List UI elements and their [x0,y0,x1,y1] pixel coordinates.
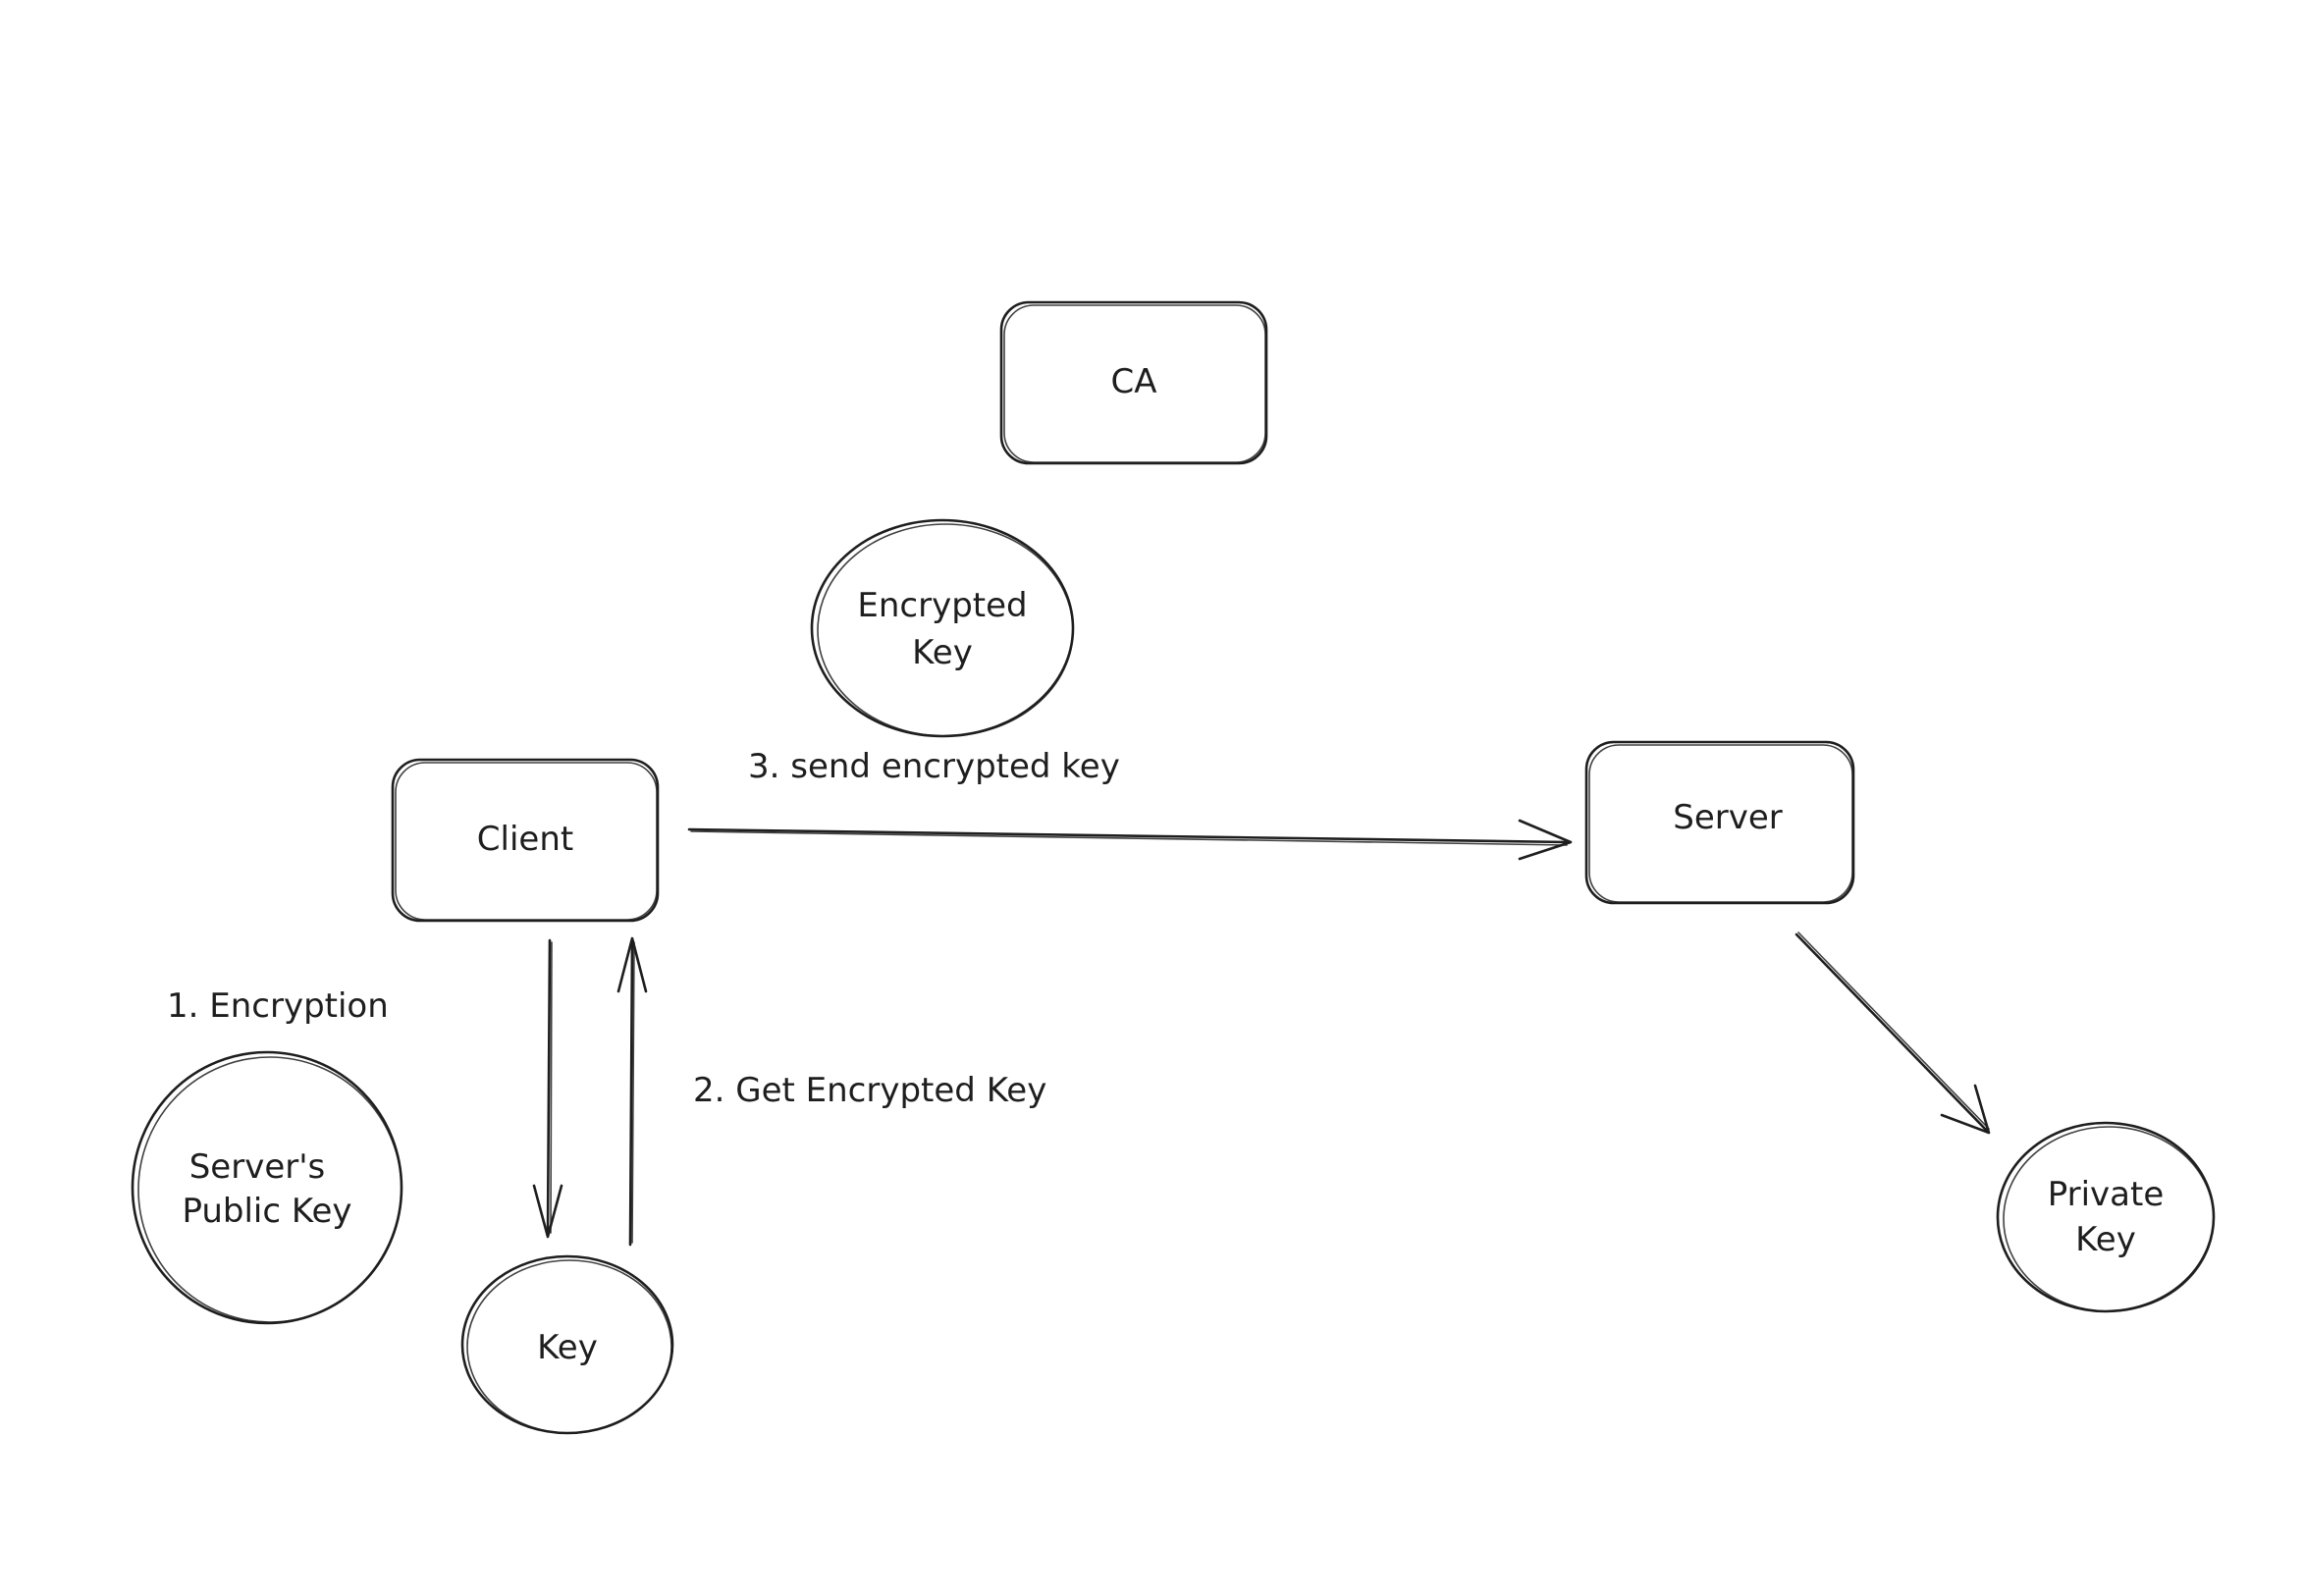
encrypted-key-label-line1: Encrypted [857,586,1027,625]
get-encrypted-key-label: 2. Get Encrypted Key [693,1071,1046,1110]
encrypted-key-label-line2: Key [912,633,973,672]
arrow-server-to-private-key[interactable] [1794,931,1991,1135]
encrypted-key-node[interactable]: Encrypted Key [810,518,1075,738]
arrow-key-to-client[interactable] [616,936,648,1247]
private-key-node[interactable]: Private Key [1996,1121,2216,1313]
encryption-label: 1. Encryption [167,986,389,1026]
arrow-client-to-key[interactable] [532,938,563,1239]
ca-label: CA [1111,362,1157,401]
ca-node[interactable]: CA [999,300,1268,465]
server-label: Server [1673,798,1783,837]
send-encrypted-key-label: 3. send encrypted key [748,747,1120,786]
key-node[interactable]: Key [460,1254,674,1435]
servers-public-key-label-line2: Public Key [182,1192,351,1231]
servers-public-key-label-line1: Server's [189,1147,326,1187]
server-node[interactable]: Server [1584,740,1855,905]
servers-public-key-node[interactable]: Server's Public Key [131,1050,403,1325]
client-label: Client [477,820,573,859]
private-key-label-line1: Private [2048,1175,2165,1214]
private-key-label-line2: Key [2075,1220,2136,1259]
arrow-client-to-server[interactable] [687,819,1573,861]
client-node[interactable]: Client [391,758,660,923]
key-label: Key [537,1328,598,1367]
